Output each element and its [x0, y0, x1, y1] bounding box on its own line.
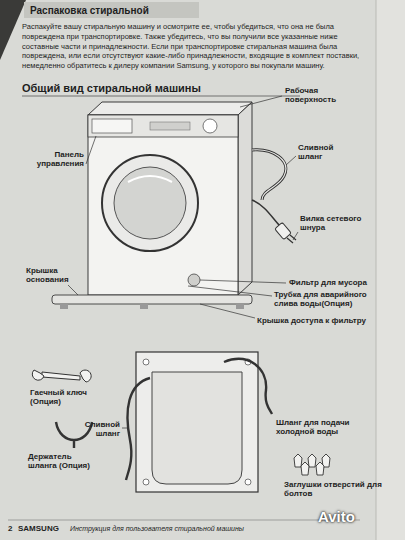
part-label: Сливной шланг	[298, 143, 358, 161]
part-label: Крышка основания	[26, 266, 78, 284]
part-label: Крышка доступа к фильтру	[257, 316, 397, 325]
brand-name: SAMSUNG	[18, 524, 70, 533]
watermark: Avito	[318, 508, 398, 525]
part-label: Вилка сетевого шнура	[300, 214, 362, 232]
footer-text: Инструкция для пользователя стиральной м…	[70, 525, 310, 533]
accessory-label: Держатель шланга (Опция)	[28, 452, 100, 470]
page-number: 2	[8, 524, 18, 533]
accessory-label: Заглушки отверстий для болтов	[284, 480, 384, 498]
diagram-title: Общий вид стиральной машины	[22, 82, 322, 95]
accessory-label: Шланг для подачи холодной воды	[276, 418, 352, 436]
part-label: Трубка для аварийного слива воды(Опция)	[274, 290, 386, 308]
section-heading: Распаковка стиральной	[30, 5, 200, 17]
part-label: Панель управления	[28, 150, 84, 168]
accessory-label: Гаечный ключ (Опция)	[30, 388, 92, 406]
body-text: Распакуйте вашу стиральную машину и осмо…	[22, 22, 374, 71]
part-label: Фильтр для мусора	[289, 278, 385, 287]
part-label: Рабочая поверхность	[285, 86, 360, 104]
accessory-label: Сливной шланг	[78, 420, 120, 438]
